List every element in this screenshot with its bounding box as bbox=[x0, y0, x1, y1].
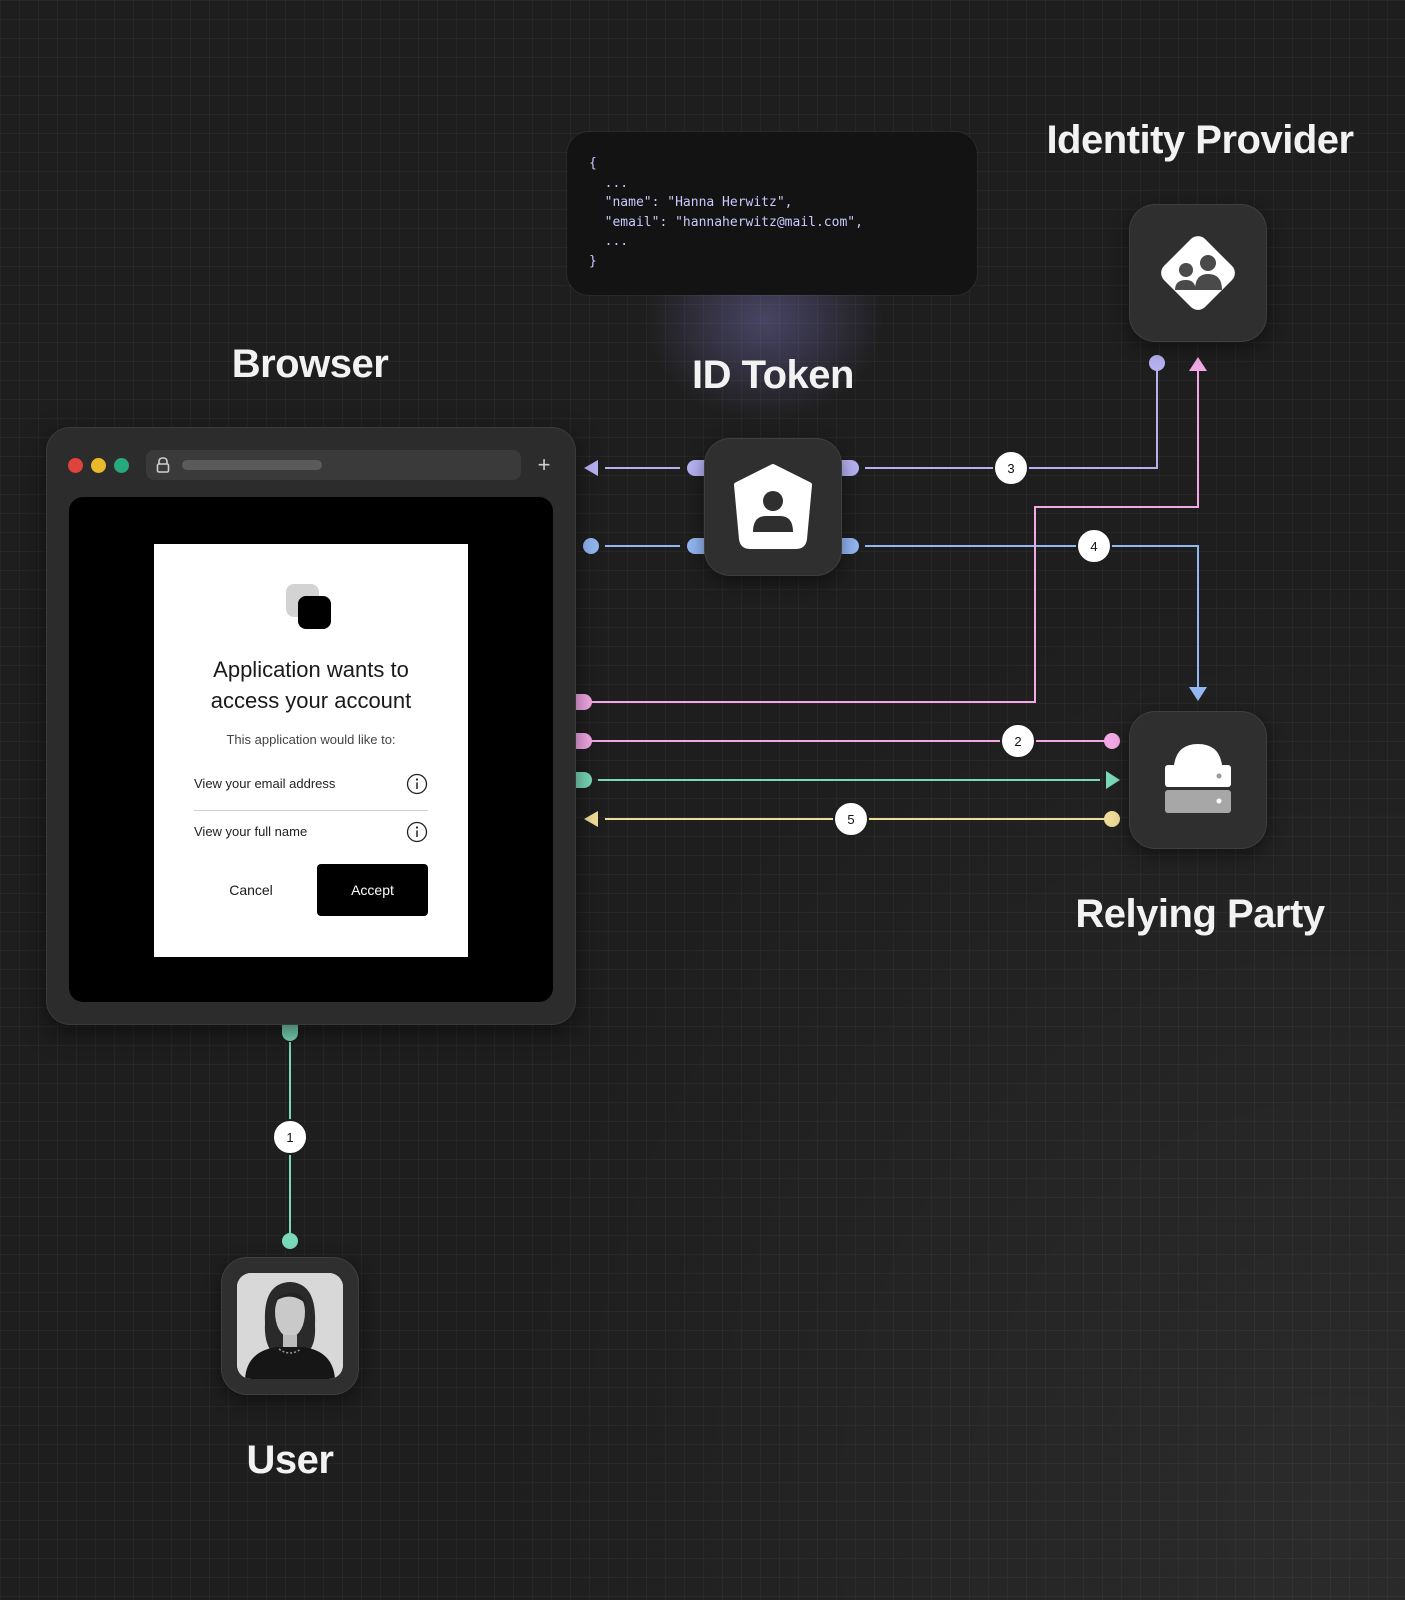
browser-viewport: Application wants to access your account… bbox=[69, 497, 553, 1002]
arrow-yellow-to-browser bbox=[584, 811, 598, 827]
dialog-title: Application wants to access your account bbox=[154, 654, 468, 716]
step-number: 2 bbox=[1014, 734, 1021, 749]
step-badge-4: 4 bbox=[1076, 528, 1112, 564]
window-minimize-dot[interactable] bbox=[91, 458, 106, 473]
dot-yellow-rp bbox=[1104, 811, 1120, 827]
json-line: "email": "hannaherwitz@mail.com", bbox=[589, 214, 863, 230]
step-badge-2: 2 bbox=[1000, 723, 1036, 759]
permission-name: View your full name bbox=[194, 817, 428, 847]
arrow-green-to-rp bbox=[1106, 771, 1120, 789]
permission-email: View your email address bbox=[194, 769, 428, 799]
step-number: 4 bbox=[1090, 539, 1097, 554]
app-icon bbox=[298, 596, 331, 629]
dialog-title-line-1: Application wants to bbox=[213, 657, 409, 682]
user-tile bbox=[221, 1257, 359, 1395]
json-line: "name": "Hanna Herwitz", bbox=[589, 195, 793, 210]
step-badge-5: 5 bbox=[833, 801, 869, 837]
permission-name-label: View your full name bbox=[194, 824, 308, 839]
label-user: User bbox=[246, 1438, 334, 1482]
json-line: ... bbox=[589, 234, 629, 249]
id-token-tile bbox=[704, 438, 842, 576]
dot-green-user bbox=[282, 1233, 298, 1249]
browser-window: + Application wants to access your accou… bbox=[46, 427, 576, 1025]
consent-dialog: Application wants to access your account… bbox=[154, 544, 468, 957]
user-portrait bbox=[237, 1273, 343, 1379]
identity-provider-tile bbox=[1129, 204, 1267, 342]
arrow-purple-to-browser bbox=[584, 460, 598, 476]
label-browser: Browser bbox=[231, 342, 389, 386]
group-diamond-icon bbox=[1161, 236, 1235, 310]
accept-button[interactable]: Accept bbox=[317, 864, 428, 916]
dot-pink-rp bbox=[1104, 733, 1120, 749]
step-number: 3 bbox=[1007, 461, 1014, 476]
step-number: 1 bbox=[286, 1130, 293, 1145]
info-icon[interactable] bbox=[406, 773, 428, 795]
user-avatar bbox=[237, 1273, 343, 1379]
label-identity-provider: Identity Provider bbox=[1046, 118, 1354, 162]
dot-blue-browser bbox=[583, 538, 599, 554]
label-relying-party: Relying Party bbox=[1075, 892, 1325, 936]
permission-email-label: View your email address bbox=[194, 776, 336, 791]
step-number: 5 bbox=[847, 812, 854, 827]
step-badge-3: 3 bbox=[993, 450, 1029, 486]
user-badge-icon bbox=[734, 464, 812, 549]
relying-party-tile bbox=[1129, 711, 1267, 849]
permission-divider bbox=[194, 810, 428, 811]
lock-icon bbox=[156, 457, 170, 473]
json-line: { bbox=[589, 156, 597, 171]
arrow-pink-to-idp bbox=[1189, 357, 1207, 371]
label-id-token: ID Token bbox=[692, 353, 854, 397]
address-bar-placeholder bbox=[182, 460, 322, 470]
step-3-line bbox=[865, 368, 1158, 469]
pink-idp-line bbox=[590, 368, 1199, 703]
cancel-button[interactable]: Cancel bbox=[229, 882, 273, 898]
dialog-title-line-2: access your account bbox=[210, 688, 412, 713]
json-line: ... bbox=[589, 175, 629, 191]
dot-purple-idp bbox=[1149, 355, 1165, 371]
step-badge-1: 1 bbox=[272, 1119, 308, 1155]
window-close-dot[interactable] bbox=[68, 458, 83, 473]
dialog-subtitle: This application would like to: bbox=[226, 732, 396, 747]
arrow-blue-to-rp bbox=[1189, 687, 1207, 701]
step-4-line bbox=[865, 545, 1199, 688]
info-icon[interactable] bbox=[406, 821, 428, 843]
json-line: } bbox=[589, 253, 597, 269]
id-token-json-card: { ... "name": "Hanna Herwitz", "email": … bbox=[567, 132, 977, 295]
address-bar[interactable] bbox=[146, 450, 521, 480]
window-maximize-dot[interactable] bbox=[114, 458, 129, 473]
server-stack-icon bbox=[1165, 744, 1231, 813]
new-tab-button[interactable]: + bbox=[537, 452, 551, 477]
